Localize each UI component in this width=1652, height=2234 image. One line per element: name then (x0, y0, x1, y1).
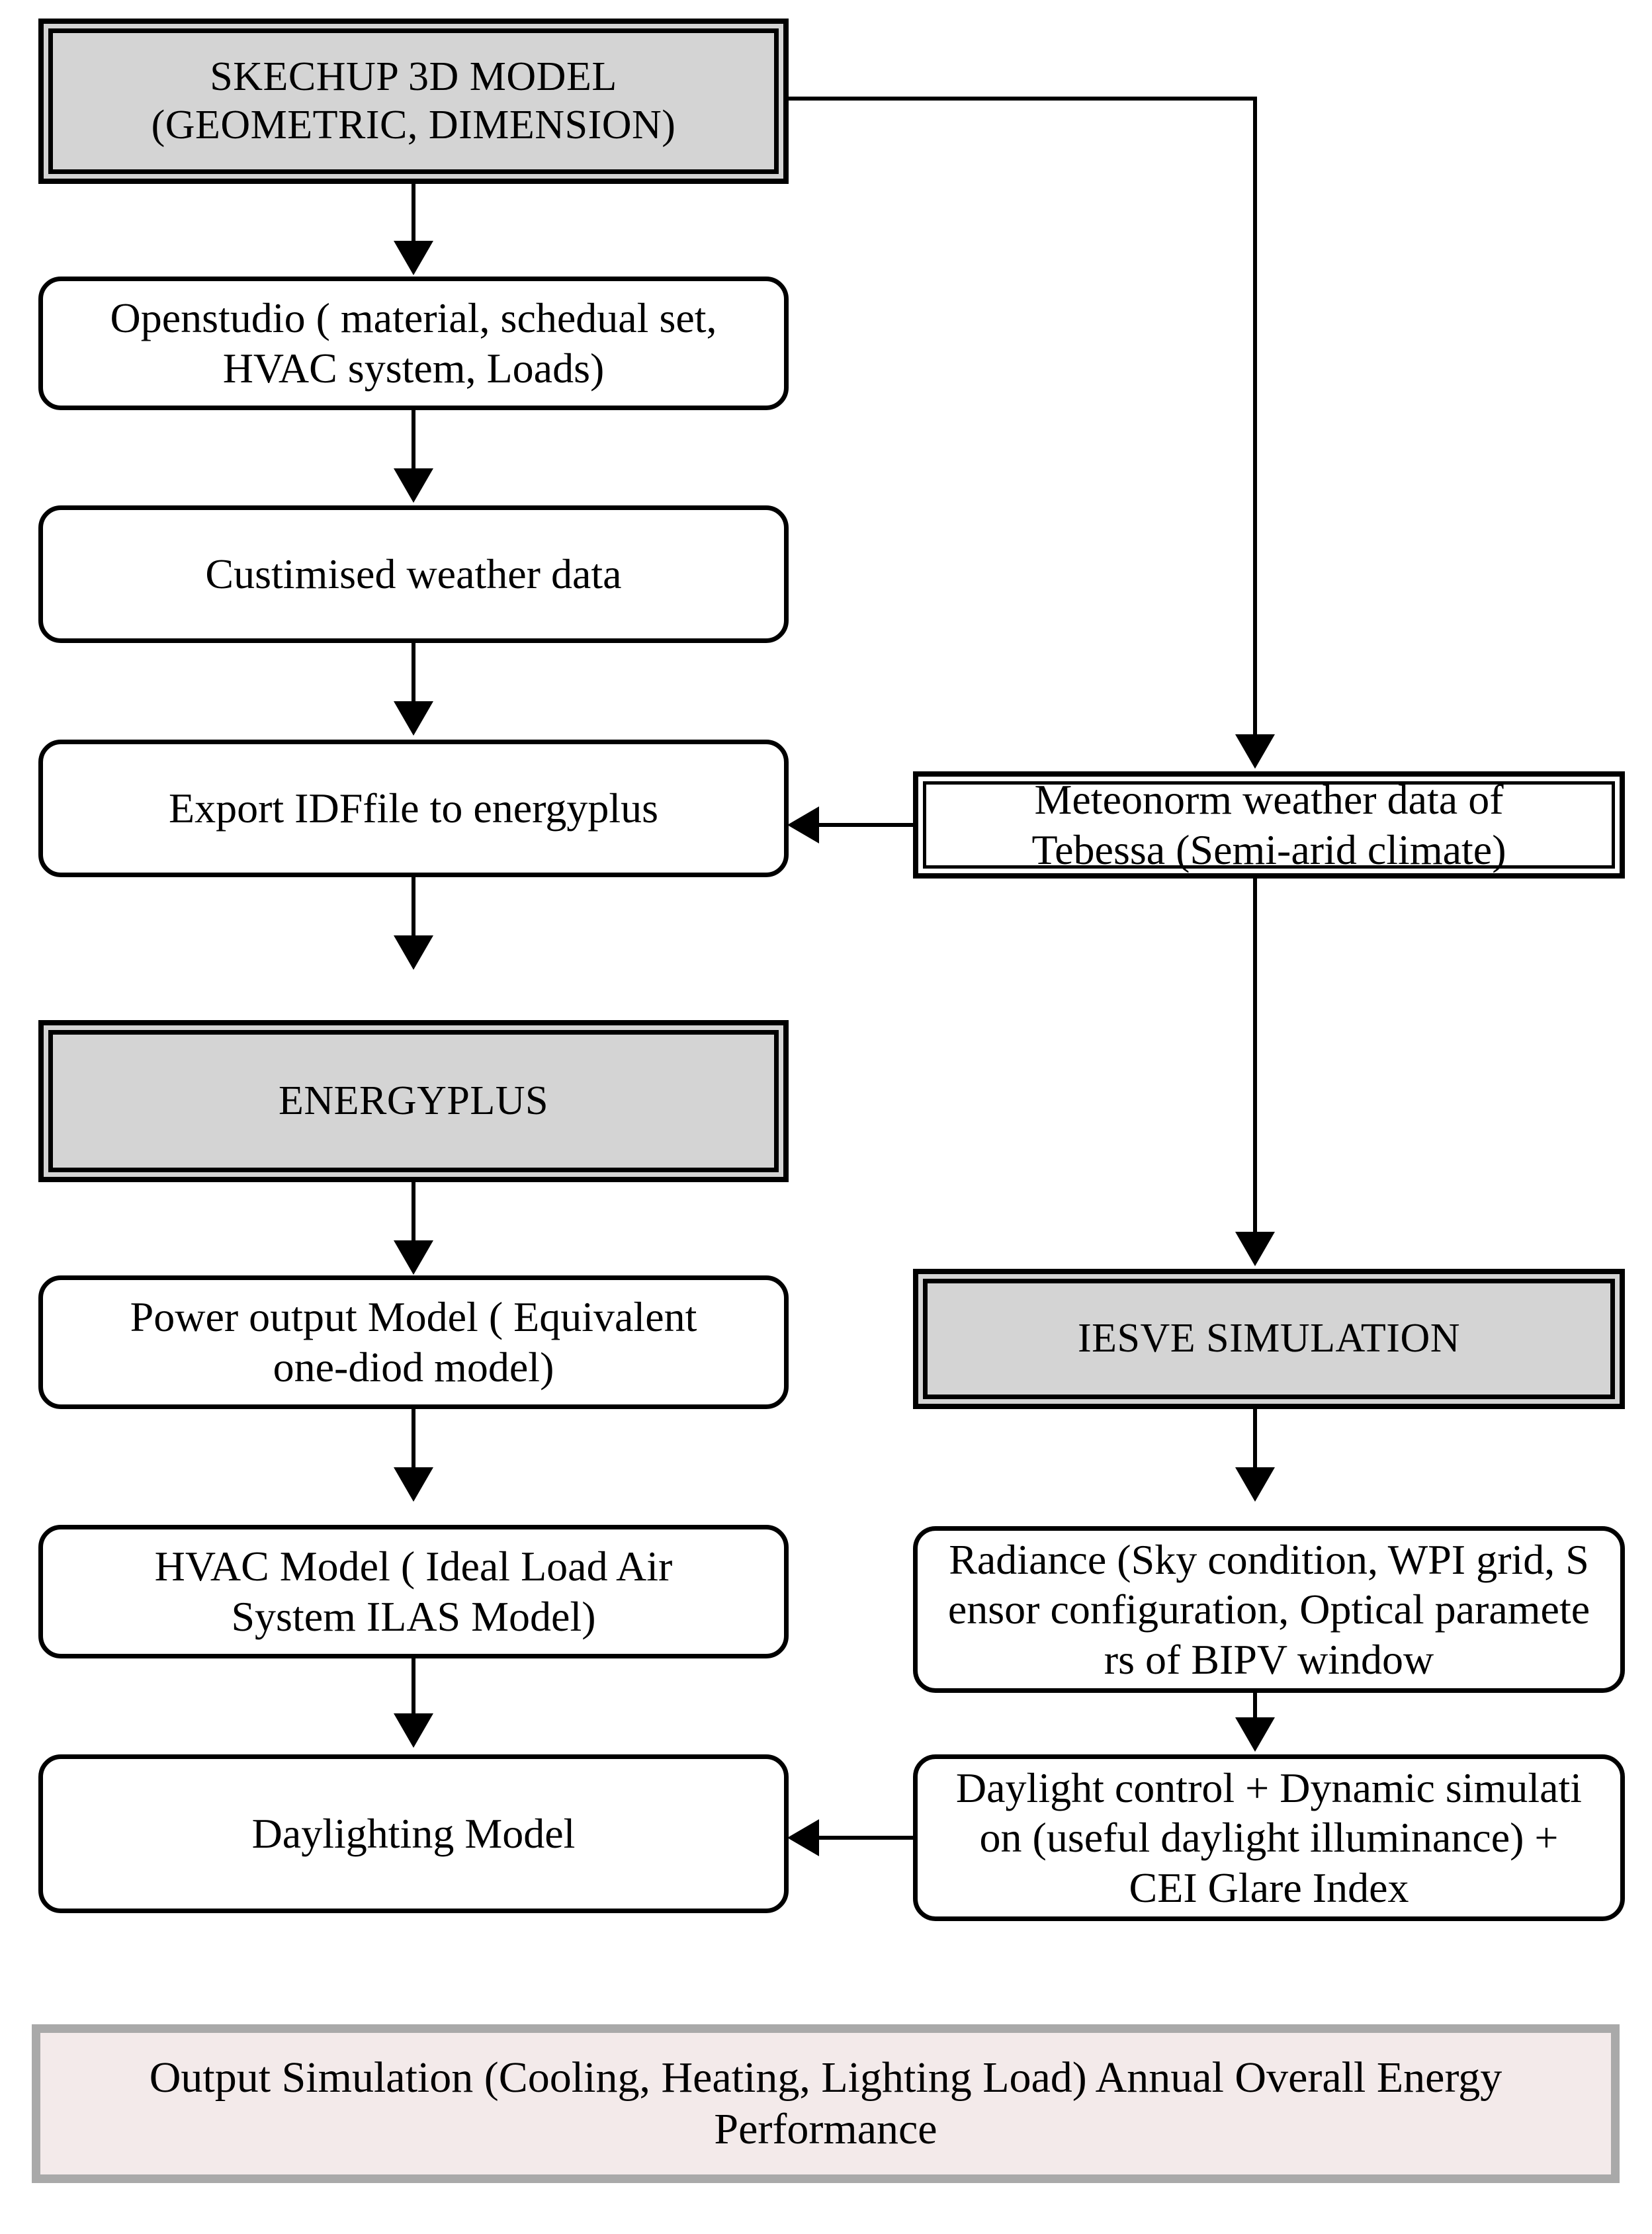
node-power-output-label: Power output Model ( Equivalent one-diod… (43, 1292, 784, 1392)
node-openstudio-line2: HVAC system, Loads) (222, 345, 605, 392)
node-output-line2: Performance (714, 2105, 937, 2153)
connector-meteonorm-iesve-line (1253, 879, 1257, 1234)
node-daylight-control-line3: CEI Glare Index (1129, 1864, 1409, 1911)
connector-sketchup-meteonorm-arrow (1235, 734, 1275, 769)
node-customised-weather-label: Custimised weather data (205, 550, 622, 598)
node-daylight-control-line1: Daylight control + Dynamic simulati (955, 1764, 1583, 1811)
connector-iesve-radiance-arrow (1235, 1467, 1275, 1502)
connector-energyplus-power-line (412, 1182, 415, 1248)
node-power-output-line1: Power output Model ( Equivalent (130, 1293, 697, 1341)
node-iesve-simulation[interactable]: IESVE SIMULATION (913, 1269, 1625, 1409)
node-hvac-model[interactable]: HVAC Model ( Ideal Load Air System ILAS … (38, 1525, 789, 1658)
node-energyplus-inner: ENERGYPLUS (48, 1030, 779, 1172)
connector-meteonorm-iesve-arrow (1235, 1232, 1275, 1266)
connector-radiance-daylight-arrow (1235, 1717, 1275, 1752)
node-sketchup-3d-model[interactable]: SKECHUP 3D MODEL (GEOMETRIC, DIMENSION) (38, 19, 789, 184)
node-daylight-control-label: Daylight control + Dynamic simulati on (… (918, 1763, 1620, 1913)
node-power-output-model[interactable]: Power output Model ( Equivalent one-diod… (38, 1275, 789, 1409)
node-radiance-line2: ensor configuration, Optical paramete (947, 1586, 1590, 1633)
connector-sketchup-meteonorm-horizontal (789, 97, 1257, 101)
connector-iesve-radiance-line (1253, 1409, 1257, 1475)
node-meteonorm-line1: Meteonorm weather data of (1034, 776, 1504, 824)
node-iesve-inner: IESVE SIMULATION (923, 1279, 1615, 1399)
node-meteonorm-weather-data[interactable]: Meteonorm weather data of Tebessa (Semi-… (913, 771, 1625, 879)
connector-power-hvac-arrow (394, 1467, 433, 1502)
connector-export-energyplus-line (412, 877, 415, 943)
connector-radiance-daylight-line (1253, 1693, 1257, 1725)
connector-sketchup-openstudio-arrow (394, 241, 433, 275)
node-customised-weather-data[interactable]: Custimised weather data (38, 505, 789, 643)
connector-meteonorm-export-arrow (787, 806, 819, 843)
node-energyplus-label: ENERGYPLUS (278, 1078, 549, 1123)
node-meteonorm-inner: Meteonorm weather data of Tebessa (Semi-… (923, 776, 1615, 873)
node-radiance[interactable]: Radiance (Sky condition, WPI grid, S ens… (913, 1526, 1625, 1693)
connector-weather-export-line (412, 643, 415, 709)
connector-export-energyplus-arrow (394, 935, 433, 970)
node-output-simulation-label: Output Simulation (Cooling, Heating, Lig… (40, 2052, 1611, 2155)
connector-sketchup-openstudio-line (412, 184, 415, 247)
connector-sketchup-meteonorm-vertical (1253, 97, 1257, 742)
connector-daylight-daylighting-line (818, 1836, 916, 1840)
node-iesve-label: IESVE SIMULATION (1077, 1316, 1461, 1361)
connector-power-hvac-line (412, 1409, 415, 1475)
connector-hvac-daylighting-line (412, 1658, 415, 1721)
node-sketchup-label: SKECHUP 3D MODEL (GEOMETRIC, DIMENSION) (53, 53, 774, 150)
node-sketchup-line2: (GEOMETRIC, DIMENSION) (151, 103, 676, 148)
connector-weather-export-arrow (394, 701, 433, 736)
connector-daylight-daylighting-arrow (787, 1819, 819, 1856)
node-sketchup-inner: SKECHUP 3D MODEL (GEOMETRIC, DIMENSION) (48, 28, 779, 174)
node-meteonorm-line2: Tebessa (Semi-arid climate) (1031, 826, 1506, 873)
node-daylight-control-line2: on (useful daylight illuminance) + (979, 1814, 1559, 1862)
node-power-output-line2: one-diod model) (273, 1344, 554, 1391)
node-daylighting-model-label: Daylighting Model (251, 1810, 576, 1858)
node-output-line1: Output Simulation (Cooling, Heating, Lig… (149, 2053, 1502, 2102)
node-hvac-model-line2: System ILAS Model) (231, 1593, 596, 1640)
connector-hvac-daylighting-arrow (394, 1713, 433, 1748)
connector-energyplus-power-arrow (394, 1240, 433, 1275)
node-openstudio[interactable]: Openstudio ( material, schedual set, HVA… (38, 277, 789, 410)
node-meteonorm-label: Meteonorm weather data of Tebessa (Semi-… (926, 775, 1612, 875)
node-radiance-line3: rs of BIPV window (1104, 1635, 1434, 1683)
connector-meteonorm-export-line (818, 823, 916, 827)
node-radiance-label: Radiance (Sky condition, WPI grid, S ens… (918, 1535, 1620, 1685)
node-output-simulation[interactable]: Output Simulation (Cooling, Heating, Lig… (32, 2024, 1620, 2183)
node-openstudio-label: Openstudio ( material, schedual set, HVA… (43, 293, 784, 393)
node-hvac-model-label: HVAC Model ( Ideal Load Air System ILAS … (43, 1541, 784, 1641)
node-sketchup-line1: SKECHUP 3D MODEL (210, 54, 617, 99)
connector-openstudio-weather-line (412, 410, 415, 476)
node-daylighting-model[interactable]: Daylighting Model (38, 1754, 789, 1913)
node-export-idf-file[interactable]: Export IDFfile to energyplus (38, 740, 789, 877)
connector-openstudio-weather-arrow (394, 468, 433, 503)
node-openstudio-line1: Openstudio ( material, schedual set, (110, 294, 717, 342)
node-daylight-control[interactable]: Daylight control + Dynamic simulati on (… (913, 1754, 1625, 1921)
node-energyplus[interactable]: ENERGYPLUS (38, 1020, 789, 1182)
node-hvac-model-line1: HVAC Model ( Ideal Load Air (154, 1543, 673, 1590)
node-radiance-line1: Radiance (Sky condition, WPI grid, S (949, 1535, 1589, 1583)
node-export-idf-label: Export IDFfile to energyplus (168, 785, 659, 832)
